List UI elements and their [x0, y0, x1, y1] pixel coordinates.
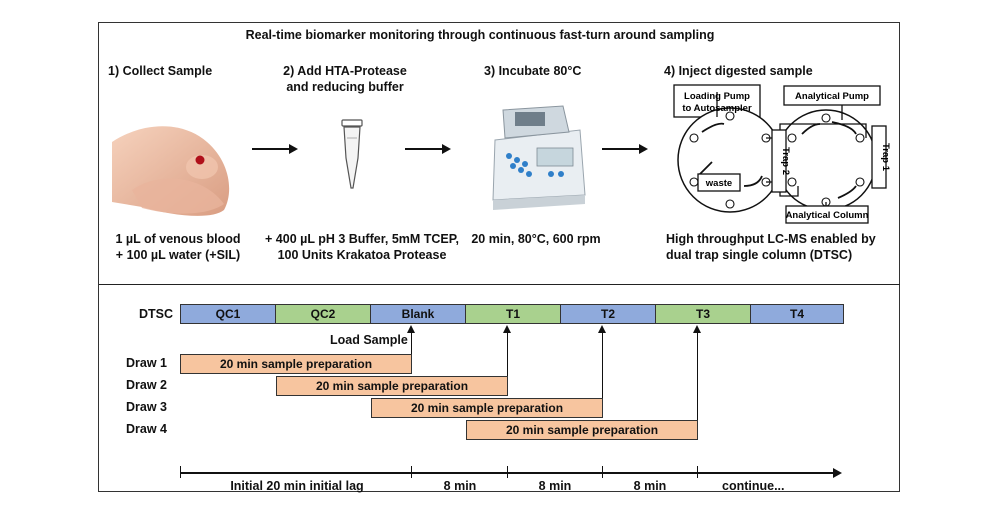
- step-1-label: 1) Collect Sample: [108, 64, 213, 78]
- inject-line-1: [411, 332, 412, 354]
- dtsc-row-label: DTSC: [139, 307, 174, 321]
- dtsc-segment: QC1: [180, 304, 276, 324]
- axis-label-8min-3: 8 min: [633, 479, 667, 493]
- draw-4-prep-bar: 20 min sample preparation: [466, 420, 698, 440]
- step-1-caption-line-2: + 100 µL water (+SIL): [115, 248, 241, 262]
- inject-arrowhead-2: [503, 325, 511, 333]
- step-3-label: 3) Incubate 80°C: [484, 64, 582, 78]
- thermomixer-image: [492, 105, 586, 210]
- step-4-caption-line-2: dual trap single column (DTSC): [666, 248, 853, 262]
- time-axis-tick: [697, 466, 698, 478]
- loading-pump-label-line-2: to Autosampler: [682, 103, 752, 114]
- section-divider: [99, 284, 900, 285]
- waste-label: waste: [705, 178, 732, 189]
- dtsc-segment: QC2: [275, 304, 371, 324]
- axis-label-8min-1: 8 min: [443, 479, 477, 493]
- step-4-caption-line-1: High throughput LC-MS enabled by: [666, 232, 876, 246]
- step-arrow-3: [602, 144, 648, 154]
- figure-title: Real-time biomarker monitoring through c…: [245, 28, 715, 42]
- analytical-column-label: Analytical Column: [786, 210, 869, 221]
- draw-3-prep-bar: 20 min sample preparation: [371, 398, 603, 418]
- inject-arrowhead-1: [407, 325, 415, 333]
- step-2-label-line-2: and reducing buffer: [286, 80, 404, 94]
- draw-2-prep-bar: 20 min sample preparation: [276, 376, 508, 396]
- inject-line-3: [602, 332, 603, 398]
- draw-1-prep-bar: 20 min sample preparation: [180, 354, 412, 374]
- dual-trap-valve-diagram: Loading Pump to Autosampler Analytical P…: [673, 84, 891, 224]
- inject-arrowhead-3: [598, 325, 606, 333]
- step-2-caption-line-2: 100 Units Krakatoa Protease: [277, 248, 447, 262]
- dtsc-segment: T4: [750, 304, 844, 324]
- inject-arrowhead-4: [693, 325, 701, 333]
- step-arrow-2: [405, 144, 451, 154]
- time-axis-arrow: [180, 468, 842, 478]
- draw-2-label: Draw 2: [126, 378, 167, 392]
- time-axis-tick: [411, 466, 412, 478]
- microtube-image: [341, 119, 363, 189]
- draw-3-label: Draw 3: [126, 400, 167, 414]
- inject-line-4: [697, 332, 698, 420]
- load-sample-label: Load Sample: [330, 333, 408, 347]
- trap-1-label: Trap 1: [880, 143, 891, 172]
- dtsc-segment: T3: [655, 304, 751, 324]
- dtsc-segment: T1: [465, 304, 561, 324]
- draw-4-label: Draw 4: [126, 422, 167, 436]
- time-axis-tick: [180, 466, 181, 478]
- analytical-pump-label: Analytical Pump: [795, 91, 869, 102]
- dtsc-segment: T2: [560, 304, 656, 324]
- loading-pump-label-line-1: Loading Pump: [684, 91, 750, 102]
- step-arrow-1: [252, 144, 298, 154]
- finger-blood-drop-image: [112, 126, 230, 216]
- step-4-label: 4) Inject digested sample: [664, 64, 813, 78]
- trap-2-label: Trap 2: [780, 147, 791, 175]
- axis-label-initial-lag: Initial 20 min initial lag: [230, 479, 364, 493]
- draw-1-label: Draw 1: [126, 356, 167, 370]
- step-1-caption-line-1: 1 µL of venous blood: [115, 232, 241, 246]
- inject-line-2: [507, 332, 508, 376]
- time-axis-tick: [602, 466, 603, 478]
- axis-label-8min-2: 8 min: [538, 479, 572, 493]
- dtsc-segment: Blank: [370, 304, 466, 324]
- step-2-caption-line-1: + 400 µL pH 3 Buffer, 5mM TCEP,: [265, 232, 459, 246]
- step-2-label-line-1: 2) Add HTA-Protease: [283, 64, 407, 78]
- time-axis-tick: [507, 466, 508, 478]
- axis-label-continue: continue...: [722, 479, 785, 493]
- step-3-caption: 20 min, 80°C, 600 rpm: [471, 232, 601, 246]
